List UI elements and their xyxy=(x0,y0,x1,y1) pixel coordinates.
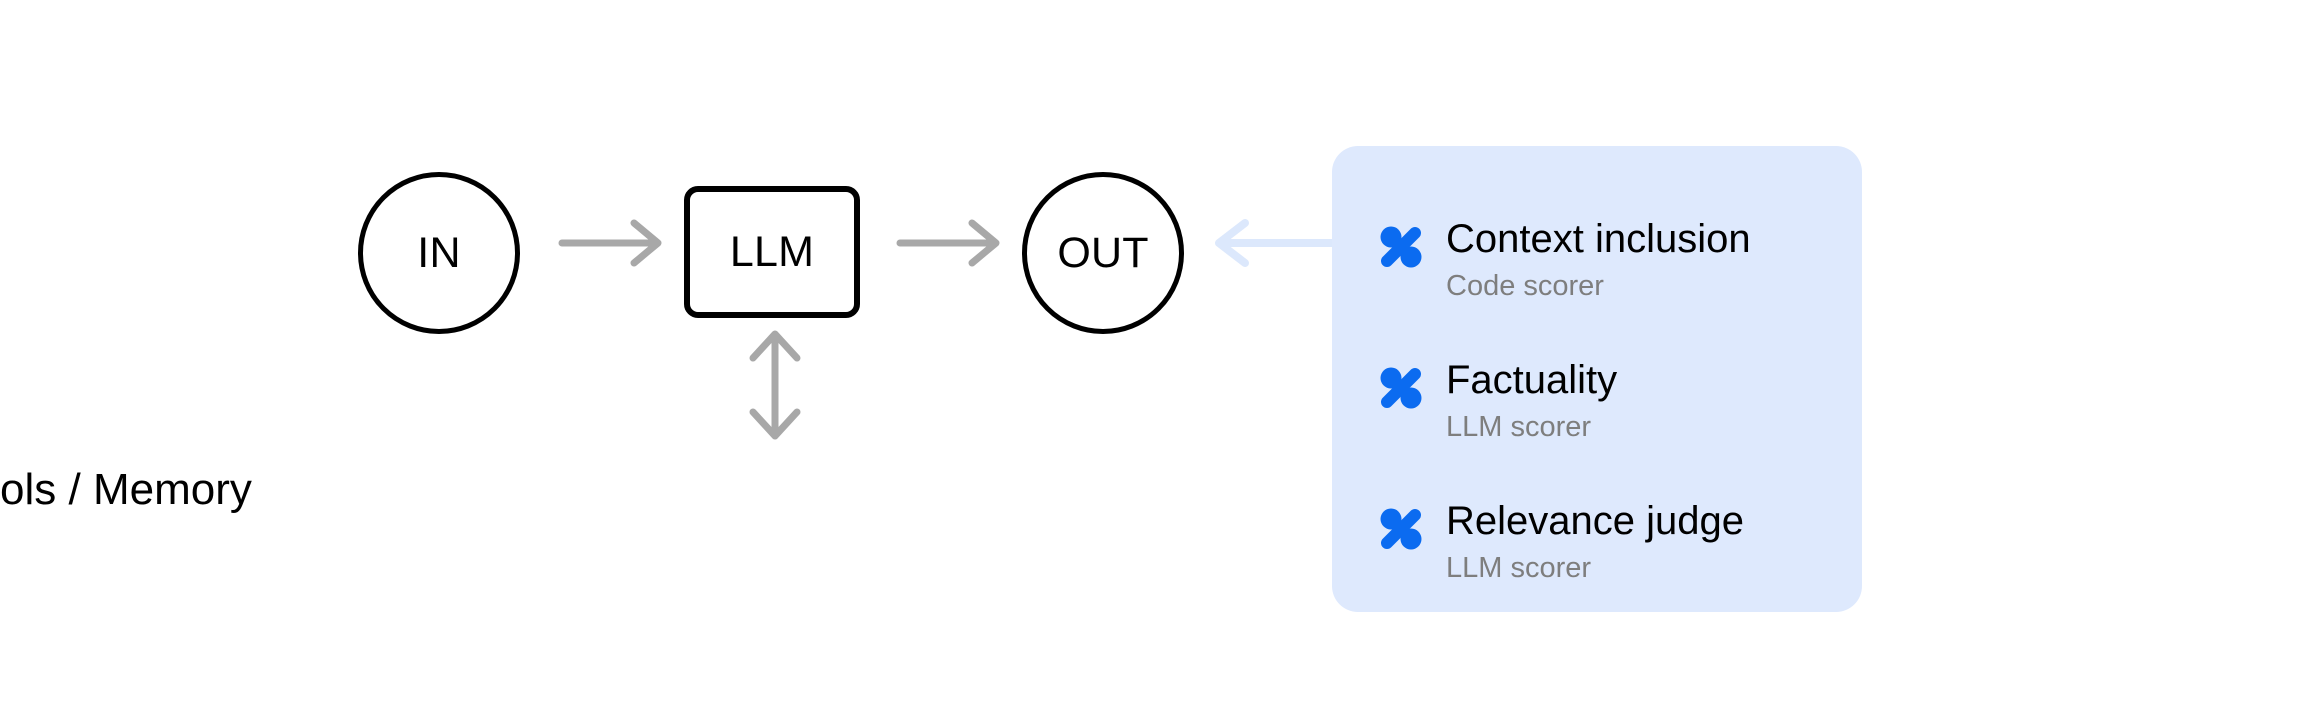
node-llm: LLM xyxy=(684,186,860,318)
scorer-title: Relevance judge xyxy=(1446,499,1744,544)
node-out: OUT xyxy=(1022,172,1184,334)
node-llm-label: LLM xyxy=(729,227,815,276)
node-in-label: IN xyxy=(417,228,461,277)
percent-icon xyxy=(1380,508,1422,550)
percent-icon xyxy=(1380,367,1422,409)
tools-caption: Retrieval / Tools / Memory xyxy=(0,465,1540,514)
scorer-text-block: Relevance judge LLM scorer xyxy=(1446,499,1862,585)
scorer-title: Factuality xyxy=(1446,358,1618,403)
scorer-text-block: Context inclusion Code scorer xyxy=(1446,217,1862,303)
arrow-in-to-llm xyxy=(558,219,662,267)
arrow-card-to-out xyxy=(1215,219,1347,267)
scorer-subtitle: LLM scorer xyxy=(1446,411,1592,444)
scorer-text-block: Factuality LLM scorer xyxy=(1446,358,1862,444)
scorer-item-factuality[interactable]: Factuality LLM scorer xyxy=(1378,358,1862,444)
scorer-subtitle: Code scorer xyxy=(1446,270,1604,303)
node-in: IN xyxy=(358,172,520,334)
node-out-label: OUT xyxy=(1057,228,1149,277)
scorer-title: Context inclusion xyxy=(1446,217,1751,261)
scorers-card: Context inclusion Code scorer Factuality… xyxy=(1332,146,1862,612)
percent-icon xyxy=(1380,226,1422,268)
arrow-llm-tools-bidirectional xyxy=(749,330,801,440)
scorer-item-context-inclusion[interactable]: Context inclusion Code scorer xyxy=(1378,217,1862,303)
tools-caption-text: Retrieval / Tools / Memory xyxy=(0,465,252,514)
scorer-item-relevance-judge[interactable]: Relevance judge LLM scorer xyxy=(1378,499,1862,585)
arrow-llm-to-out xyxy=(896,219,1000,267)
scorer-subtitle: LLM scorer xyxy=(1446,552,1592,585)
